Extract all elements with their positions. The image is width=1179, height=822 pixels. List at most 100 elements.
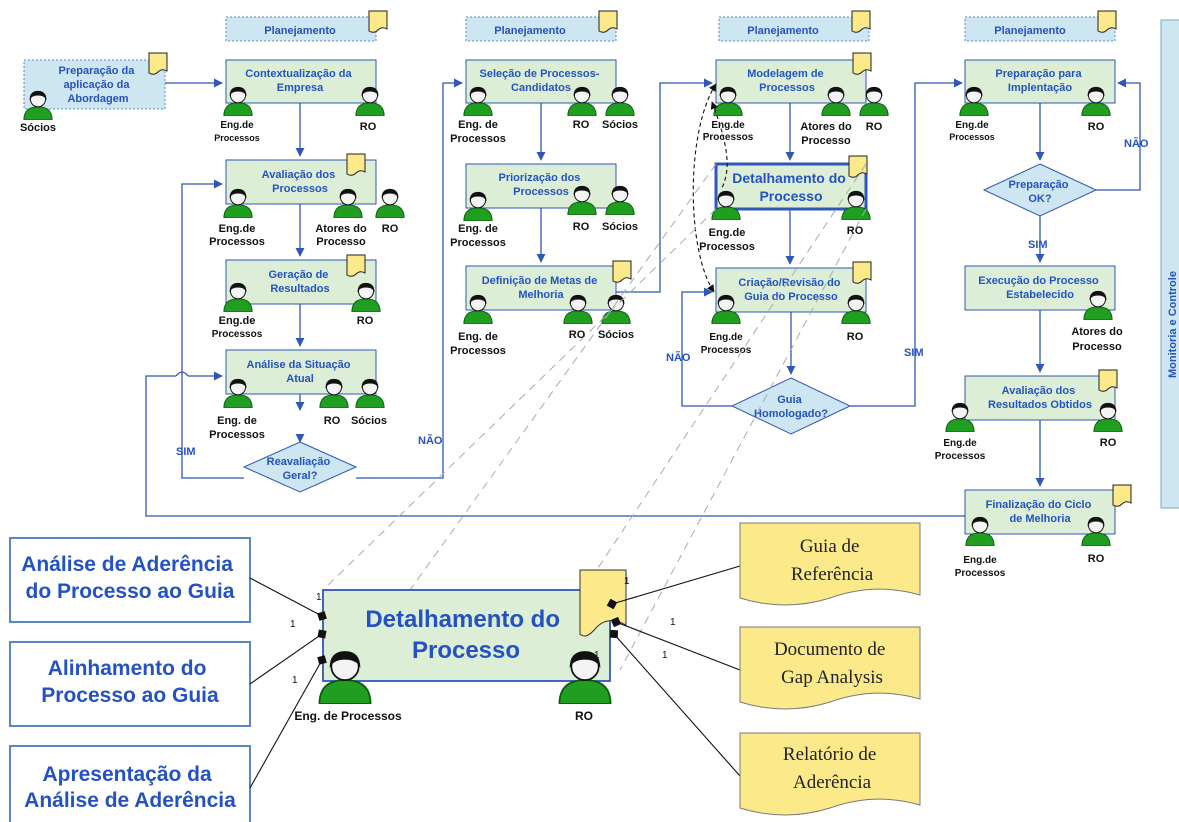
svg-text:Planejamento: Planejamento xyxy=(494,25,566,37)
svg-text:Sócios: Sócios xyxy=(602,119,638,131)
output-relatorio-aderencia: Relatório de Aderência xyxy=(739,732,921,816)
svg-text:RO: RO xyxy=(1100,437,1117,449)
svg-text:Preparação OK?: Preparação OK? xyxy=(1009,179,1072,205)
svg-text:RO: RO xyxy=(324,415,341,427)
svg-text:Análise da Situação Atua: Análise da Situação Atual xyxy=(247,359,354,385)
svg-text:1: 1 xyxy=(624,576,630,587)
svg-text:Planejamento: Planejamento xyxy=(994,25,1066,37)
planning-header-4: Planejamento xyxy=(964,10,1117,42)
output-guia-referencia: Guia de Referência xyxy=(739,522,921,606)
side-bar-label: Monitoria e Controle xyxy=(1167,271,1179,378)
svg-text:1: 1 xyxy=(594,650,600,661)
planning-header-1: Planejamento xyxy=(225,10,388,42)
svg-text:Seleção de Processos- Ca: Seleção de Processos- Candidatos xyxy=(480,68,603,94)
svg-text:RO: RO xyxy=(847,331,864,343)
label-sim-1: SIM xyxy=(176,446,196,458)
svg-text:Sócios: Sócios xyxy=(20,122,56,134)
svg-text:Guia de Referência: Guia de Referência xyxy=(791,536,874,585)
multiplicities: 1 1 1 1 1 1 1 xyxy=(290,576,676,686)
svg-text:Preparação para Implenta: Preparação para Implentação xyxy=(995,68,1084,94)
decision-reavaliacao: Reavaliação Geral? xyxy=(242,441,358,493)
svg-text:Reavaliação Geral?: Reavaliação Geral? xyxy=(267,456,334,482)
side-bar xyxy=(1160,19,1179,509)
svg-text:Modelagem de Processos: Modelagem de Processos xyxy=(747,68,826,94)
svg-text:RO: RO xyxy=(1088,553,1105,565)
svg-text:RO: RO xyxy=(357,315,374,327)
svg-text:Sócios: Sócios xyxy=(602,221,638,233)
label-nao-1: NÃO xyxy=(418,434,443,447)
svg-text:RO: RO xyxy=(569,329,586,341)
planning-header-2: Planejamento xyxy=(465,10,618,42)
svg-text:Geração de Resultados: Geração de Resultados xyxy=(269,269,332,295)
svg-text:Análise de Aderência do: Análise de Aderência do Processo ao Guia xyxy=(21,553,238,603)
svg-text:Alinhamento do Processo: Alinhamento do Processo ao Guia xyxy=(41,657,219,707)
svg-text:Criação/Revisão do Guia: Criação/Revisão do Guia do Processo xyxy=(738,277,843,303)
svg-text:Apresentação da Análise: Apresentação da Análise de Aderência xyxy=(24,763,236,812)
label-nao-3: NÃO xyxy=(1124,137,1149,150)
start-task: Preparação da aplicação da Abordagem Sóc… xyxy=(20,52,168,134)
zoom-lines xyxy=(322,163,867,671)
svg-text:Guia Homologado?: Guia Homologado? xyxy=(754,394,828,420)
svg-text:RO: RO xyxy=(382,223,399,235)
decision-guia-homologado: Guia Homologado? xyxy=(730,377,852,435)
svg-text:1: 1 xyxy=(662,650,668,661)
svg-text:Execução do Processo Est: Execução do Processo Estabelecido xyxy=(978,275,1102,301)
task-execucao: Execução do Processo Estabelecido Atores… xyxy=(964,265,1123,353)
planning-header-3: Planejamento xyxy=(718,10,871,42)
svg-text:Relatório de Aderência: Relatório de Aderência xyxy=(783,744,881,793)
svg-text:Sócios: Sócios xyxy=(598,329,634,341)
svg-text:1: 1 xyxy=(292,675,298,686)
svg-text:Planejamento: Planejamento xyxy=(747,25,819,37)
label-nao-2: NÃO xyxy=(666,351,691,364)
svg-text:RO: RO xyxy=(866,121,883,133)
svg-text:Finalização do Ciclo de: Finalização do Ciclo de Melhoria xyxy=(986,499,1095,525)
svg-text:Planejamento: Planejamento xyxy=(264,25,336,37)
svg-text:Contextualização da Empr: Contextualização da Empresa xyxy=(245,68,354,94)
svg-text:RO: RO xyxy=(573,221,590,233)
svg-text:Avaliação dos Resultados: Avaliação dos Resultados Obtidos xyxy=(988,385,1092,411)
task-selecao-processos: Seleção de Processos- Candidatos Eng. de… xyxy=(450,59,638,145)
svg-text:Sócios: Sócios xyxy=(351,415,387,427)
svg-text:Detalhamento do Processo: Detalhamento do Processo xyxy=(365,606,566,664)
input-analise-aderencia: Análise de Aderência do Processo ao Guia xyxy=(9,537,251,623)
task-criacao-guia: Criação/Revisão do Guia do Processo Eng.… xyxy=(701,261,872,356)
svg-text:1: 1 xyxy=(290,619,296,630)
svg-text:1: 1 xyxy=(670,617,676,628)
svg-text:RO: RO xyxy=(573,119,590,131)
svg-text:Avaliação dos Processos: Avaliação dos Processos xyxy=(262,169,339,195)
label-sim-3: SIM xyxy=(1028,239,1048,251)
decision-preparacao-ok: Preparação OK? xyxy=(982,163,1098,217)
svg-text:RO: RO xyxy=(575,709,593,723)
svg-text:RO: RO xyxy=(847,225,864,237)
svg-text:Priorização dos Processo: Priorização dos Processos xyxy=(499,172,584,198)
svg-text:Preparação da aplicação: Preparação da aplicação da Abordagem xyxy=(59,65,138,105)
svg-text:Detalhamento do Processo: Detalhamento do Processo xyxy=(732,170,849,204)
label-sim-2: SIM xyxy=(904,347,924,359)
